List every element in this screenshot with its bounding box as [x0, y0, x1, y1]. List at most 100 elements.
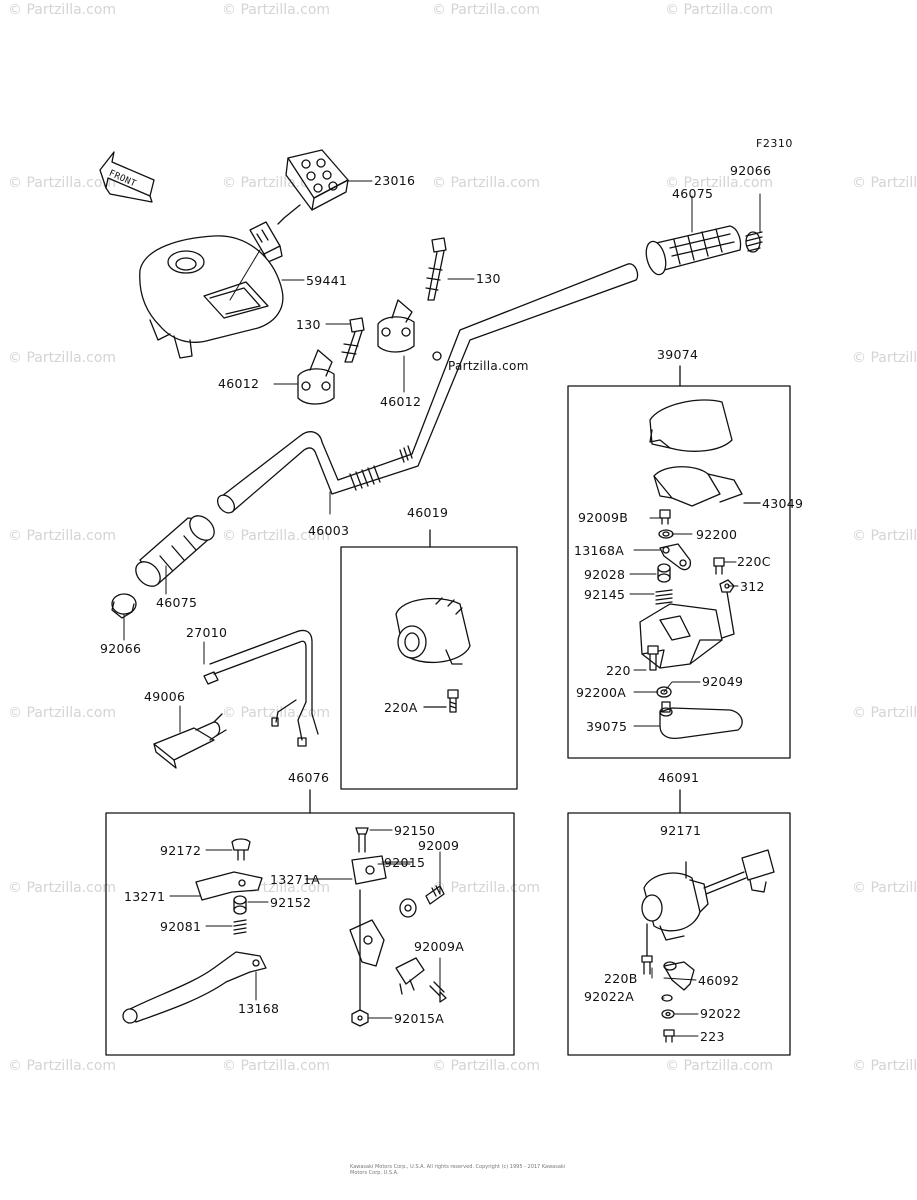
part-label: 46091: [658, 770, 700, 785]
part-label: 39075: [586, 719, 628, 734]
spring-icon: [655, 589, 673, 605]
watermark: © Partzilla.com: [222, 528, 331, 544]
part-label: 46012: [218, 376, 260, 391]
lever-icon: [663, 961, 695, 991]
part-label: 92009A: [414, 939, 465, 954]
switch-icon: [395, 957, 425, 995]
part-label: 220B: [604, 971, 638, 986]
front-arrow-icon: [99, 151, 155, 203]
part-label: 130: [476, 271, 501, 286]
copyright-notice: Kawasaki Motors Corp., U.S.A. All rights…: [350, 1164, 566, 1176]
handlebar-cover-icon: [139, 235, 284, 359]
part-label: 46076: [288, 770, 330, 785]
clamp-icon: [377, 299, 415, 353]
cable-connector-icon: [153, 713, 227, 769]
screw-icon: [663, 1029, 675, 1043]
screw-icon: [231, 838, 251, 861]
watermark: © Partzilla.com: [665, 1058, 774, 1074]
switch-housing-icon: [641, 872, 709, 941]
clamp-icon: [297, 349, 335, 405]
assembly-frame: [567, 385, 791, 759]
part-label: 220C: [737, 554, 771, 569]
handlebar-icon: [216, 263, 639, 514]
part-label: 92150: [394, 823, 436, 838]
part-label: 92009: [418, 838, 460, 853]
bushing-icon: [233, 895, 247, 915]
watermark: © Partzilla.com: [665, 175, 774, 191]
screw-hole-icon: [432, 351, 442, 361]
part-label: 49006: [144, 689, 186, 704]
part-label: 43049: [762, 496, 804, 511]
screw-icon: [713, 557, 725, 575]
watermark: © Partzilla.com: [8, 528, 117, 544]
bolt-icon: [429, 981, 447, 1003]
watermark: © Partzilla.com: [8, 880, 117, 896]
watermark: © Partzilla.com: [432, 880, 541, 896]
part-label: 92152: [270, 895, 312, 910]
part-label: 92009B: [578, 510, 629, 525]
watermark: © Partzilla.com: [852, 705, 917, 721]
bar-end-cap-icon: [111, 593, 137, 619]
part-label: 92022A: [584, 989, 635, 1004]
throttle-body-icon: [639, 603, 723, 669]
watermark: © Partzilla.com: [432, 175, 541, 191]
part-label: 46075: [672, 186, 714, 201]
part-label: 13271: [124, 889, 166, 904]
grip-icon: [135, 515, 215, 587]
screw-icon: [425, 885, 445, 905]
part-label: 46003: [308, 523, 350, 538]
bracket-icon: [351, 855, 387, 885]
part-label: 92028: [584, 567, 626, 582]
part-label: 46019: [407, 505, 449, 520]
watermark: © Partzilla.com: [852, 350, 917, 366]
washer-icon: [399, 898, 417, 918]
part-label: 220A: [384, 700, 418, 715]
assembly-frame: [340, 546, 518, 790]
part-label: 92015: [384, 855, 426, 870]
part-label: 46075: [156, 595, 198, 610]
watermark: © Partzilla.com: [852, 1058, 917, 1074]
watermark: © Partzilla.com: [852, 175, 917, 191]
part-label: 39074: [657, 347, 699, 362]
part-label: 92171: [660, 823, 702, 838]
switch-pad-icon: [277, 149, 349, 225]
screw-icon: [659, 509, 671, 525]
part-label: 92200: [696, 527, 738, 542]
switch-bracket-icon: [349, 919, 385, 967]
part-label: 92145: [584, 587, 626, 602]
part-label: 312: [740, 579, 765, 594]
part-label: 130: [296, 317, 321, 332]
throttle-housing-icon: [395, 597, 471, 665]
watermark: © Partzilla.com: [432, 1058, 541, 1074]
nut-icon: [719, 579, 735, 593]
wire-connector-icon: [703, 849, 775, 895]
part-label: 13168A: [574, 543, 625, 558]
part-label: 92049: [702, 674, 744, 689]
screw-icon: [447, 689, 459, 713]
throttle-cable-icon: [203, 629, 319, 747]
part-label: 13271A: [270, 872, 321, 887]
watermark: © Partzilla.com: [8, 350, 117, 366]
figure-code: F2310: [756, 137, 793, 150]
watermark: © Partzilla.com: [852, 528, 917, 544]
washer-icon: [661, 1009, 675, 1019]
part-label: 46012: [380, 394, 422, 409]
part-label: 92066: [100, 641, 142, 656]
lever-plate-icon: [659, 543, 692, 571]
part-label: 92015A: [394, 1011, 445, 1026]
watermark: © Partzilla.com: [852, 880, 917, 896]
part-label: 92172: [160, 843, 202, 858]
center-watermark: Partzilla.com: [448, 359, 529, 373]
watermark: © Partzilla.com: [222, 2, 331, 18]
part-label: 27010: [186, 625, 228, 640]
watermark: © Partzilla.com: [8, 1058, 117, 1074]
connector-icon: [249, 221, 283, 263]
bolt-icon: [425, 237, 447, 301]
grip-icon: [645, 225, 742, 276]
part-label: 92066: [730, 163, 772, 178]
part-label: 92022: [700, 1006, 742, 1021]
part-label: 23016: [374, 173, 416, 188]
screw-icon: [641, 955, 653, 975]
part-label: 220: [606, 663, 631, 678]
part-label: 223: [700, 1029, 725, 1044]
